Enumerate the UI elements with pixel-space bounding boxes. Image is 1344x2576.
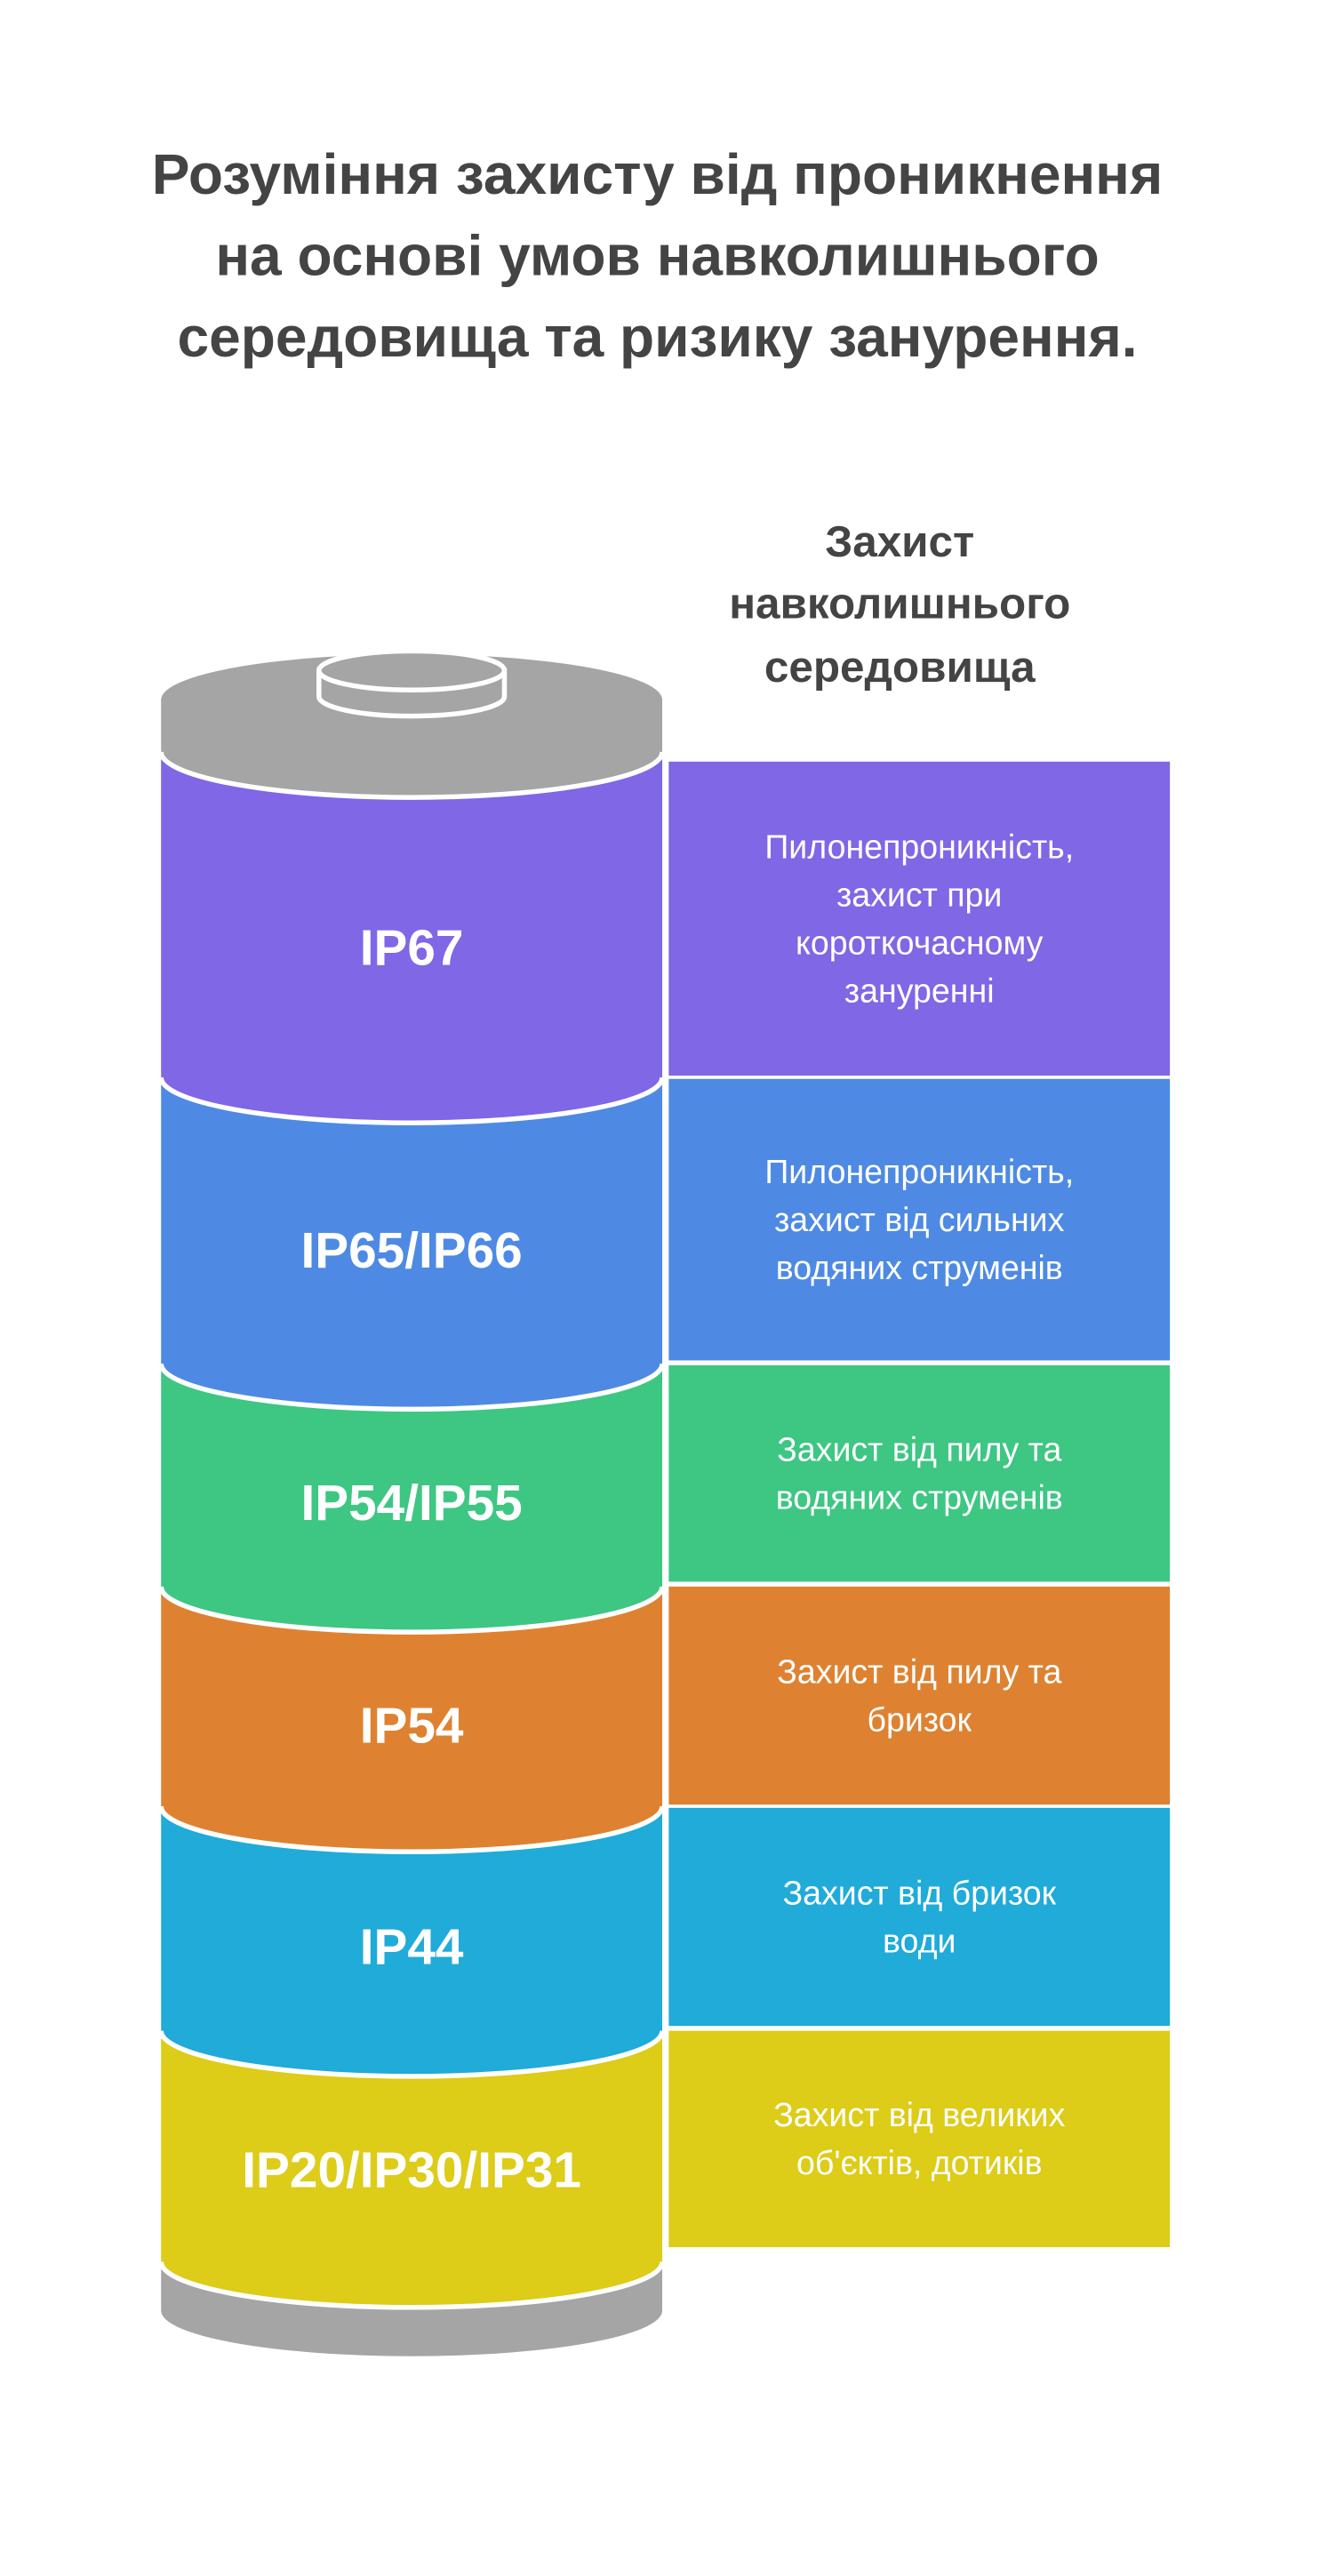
level-label: IP54 bbox=[360, 1699, 464, 1755]
description-line: бризок bbox=[868, 1700, 972, 1738]
description-line: води bbox=[883, 1922, 956, 1959]
description-line: об'єктів, дотиків bbox=[796, 2144, 1043, 2181]
description-line: Захист від пилу та bbox=[777, 1652, 1061, 1690]
level-label: IP65/IP66 bbox=[301, 1223, 523, 1279]
description-line: захист при bbox=[836, 876, 1002, 913]
segment-body bbox=[161, 1076, 663, 1410]
title-line: Розуміння захисту від проникнення bbox=[152, 142, 1163, 206]
segment-divider bbox=[158, 2030, 665, 2079]
description-box: Захист від пилу та водяних струменів bbox=[668, 1364, 1171, 1582]
description-box: Захист від пилу та бризок bbox=[668, 1586, 1171, 1805]
description-line: зануренні bbox=[844, 972, 995, 1009]
description-line: водяних струменів bbox=[776, 1478, 1063, 1516]
battery-segment: IP44 bbox=[158, 1806, 665, 2079]
column-header-line: навколишнього bbox=[729, 580, 1070, 628]
segment-body bbox=[161, 2030, 663, 2308]
description-line: Захист від бризок bbox=[782, 1874, 1056, 1911]
description-line: Пилонепроникність, bbox=[764, 1153, 1074, 1190]
title-line: на основі умов навколишнього bbox=[215, 224, 1099, 288]
cap-divider bbox=[158, 751, 665, 800]
segment-body bbox=[161, 751, 663, 1124]
battery-segment: IP54 bbox=[158, 1586, 665, 1855]
battery-segment: IP54/IP55 bbox=[158, 1364, 665, 1635]
description-box: Захист від великих об'єктів, дотиків bbox=[668, 2030, 1171, 2248]
segment-divider bbox=[158, 1805, 665, 1855]
description-box-bg bbox=[668, 1586, 1171, 1805]
description-boxes: Пилонепроникність, захист при короткочасно… bbox=[668, 761, 1171, 2248]
segment-divider bbox=[158, 1586, 665, 1635]
battery-terminal-icon bbox=[316, 648, 508, 719]
description-box: Пилонепроникність, захист від сильних водя… bbox=[668, 1078, 1171, 1361]
description-line: Пилонепроникність, bbox=[764, 828, 1074, 865]
description-box-bg bbox=[668, 2030, 1171, 2248]
segment-body bbox=[161, 1806, 663, 2076]
description-box: Пилонепроникність, захист при короткочасно… bbox=[668, 761, 1171, 1076]
battery-cap bbox=[158, 648, 665, 800]
title-line: середовища та ризику занурення. bbox=[178, 305, 1138, 369]
segment-body bbox=[161, 1364, 663, 1633]
level-label: IP67 bbox=[360, 921, 464, 977]
battery-segment: IP67 bbox=[158, 751, 665, 1125]
column-header: Захист навколишнього середовища bbox=[729, 517, 1070, 692]
battery-cylinder: IP20/IP30/IP31 IP44 IP54 IP54/IP55 IP65/IP66… bbox=[158, 648, 665, 2356]
level-label: IP54/IP55 bbox=[301, 1476, 523, 1532]
column-header-line: середовища bbox=[764, 643, 1036, 692]
description-box-bg bbox=[668, 1078, 1171, 1361]
battery-segment: IP65/IP66 bbox=[158, 1076, 665, 1412]
description-line: короткочасному bbox=[796, 924, 1044, 961]
segment-divider bbox=[158, 1076, 665, 1125]
segment-body bbox=[161, 1586, 663, 1852]
description-box-bg bbox=[668, 761, 1171, 1076]
segment-divider bbox=[158, 2261, 665, 2310]
level-label: IP44 bbox=[360, 1920, 464, 1976]
description-box-bg bbox=[668, 1807, 1171, 2027]
description-box-bg bbox=[668, 1364, 1171, 1582]
description-line: Захист від великих bbox=[773, 2096, 1066, 2133]
title: Розуміння захисту від проникнення на осн… bbox=[152, 142, 1163, 369]
battery-segment: IP20/IP30/IP31 bbox=[158, 2030, 665, 2310]
level-label: IP20/IP30/IP31 bbox=[242, 2142, 581, 2198]
description-line: Захист від пилу та bbox=[777, 1430, 1061, 1468]
description-line: захист від сильних bbox=[774, 1201, 1065, 1238]
segment-divider bbox=[158, 1363, 665, 1412]
column-header-line: Захист bbox=[825, 517, 974, 566]
description-line: водяних струменів bbox=[776, 1249, 1063, 1286]
description-box: Захист від бризок води bbox=[668, 1807, 1171, 2027]
